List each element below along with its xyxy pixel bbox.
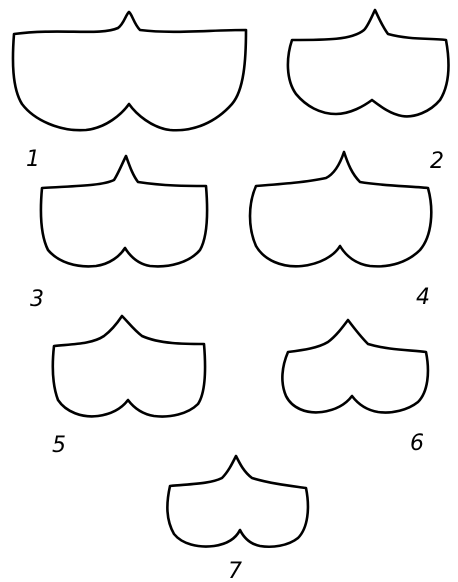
shape-5: 5 [52,316,205,458]
shape-2-outline [288,10,449,116]
shape-7-outline [167,456,308,547]
shape-6: 6 [282,320,428,456]
shape-3-outline [41,156,207,266]
shape-3: 3 [30,156,207,312]
label-1: 1 [26,147,40,172]
label-5: 5 [52,433,66,458]
label-7: 7 [228,559,242,582]
shape-1: 1 [13,12,246,172]
label-4: 4 [416,285,430,310]
shape-7: 7 [167,456,308,582]
label-3: 3 [30,287,44,312]
label-2: 2 [430,149,444,174]
shape-4: 4 [250,152,431,310]
shape-6-outline [282,320,428,413]
shape-1-outline [13,12,246,130]
shape-4-outline [250,152,431,266]
label-6: 6 [410,431,424,456]
shape-2: 2 [288,10,449,174]
shape-5-outline [53,316,205,417]
